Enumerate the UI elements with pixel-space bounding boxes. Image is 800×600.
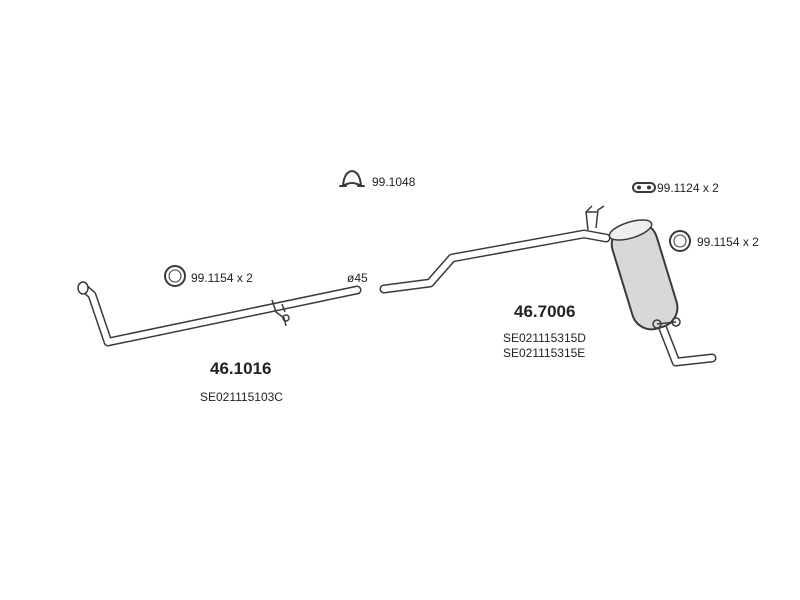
front-pipe-ref: SE021115103C xyxy=(200,390,283,404)
front-pipe-body xyxy=(81,285,360,345)
rubber-mount-label: 99.1124 x 2 xyxy=(657,181,719,195)
rubber-mount: 99.1124 x 2 xyxy=(632,181,719,195)
rubber-mount-icon xyxy=(632,182,656,193)
front-pipe-diameter-label: ø45 xyxy=(347,271,368,285)
front-pipe-flange xyxy=(77,281,89,295)
rear-silencer-part-number: 46.7006 xyxy=(514,302,575,321)
front-pipe-part-number: 46.1016 xyxy=(210,359,271,378)
front-pipe-46-1016: ø45 46.1016 SE021115103C xyxy=(77,271,368,404)
seal-ring-icon xyxy=(164,265,186,287)
rear-silencer-46-7006: 46.7006 SE021115315D SE021115315E xyxy=(379,205,717,367)
clamp-icon xyxy=(339,169,365,187)
muffler-rear-bracket xyxy=(652,317,681,329)
clamp-label: 99.1048 xyxy=(372,175,416,189)
front-pipe-bracket xyxy=(271,299,290,327)
rear-pipe-body xyxy=(381,231,609,292)
seal-ring-icon xyxy=(669,230,691,252)
rear-hanger xyxy=(585,205,605,231)
rear-silencer-ref-2: SE021115315E xyxy=(503,346,585,360)
seal-ring-rear: 99.1154 x 2 xyxy=(669,230,759,252)
rear-pipe-outline xyxy=(379,229,611,294)
seal-ring-front: 99.1154 x 2 xyxy=(164,265,253,287)
seal-ring-rear-label: 99.1154 x 2 xyxy=(697,235,759,249)
clamp: 99.1048 xyxy=(339,169,416,189)
tailpipe-body xyxy=(659,323,715,365)
seal-ring-front-label: 99.1154 x 2 xyxy=(191,271,253,285)
rear-silencer-ref-1: SE021115315D xyxy=(503,331,586,345)
muffler-body xyxy=(608,219,679,331)
